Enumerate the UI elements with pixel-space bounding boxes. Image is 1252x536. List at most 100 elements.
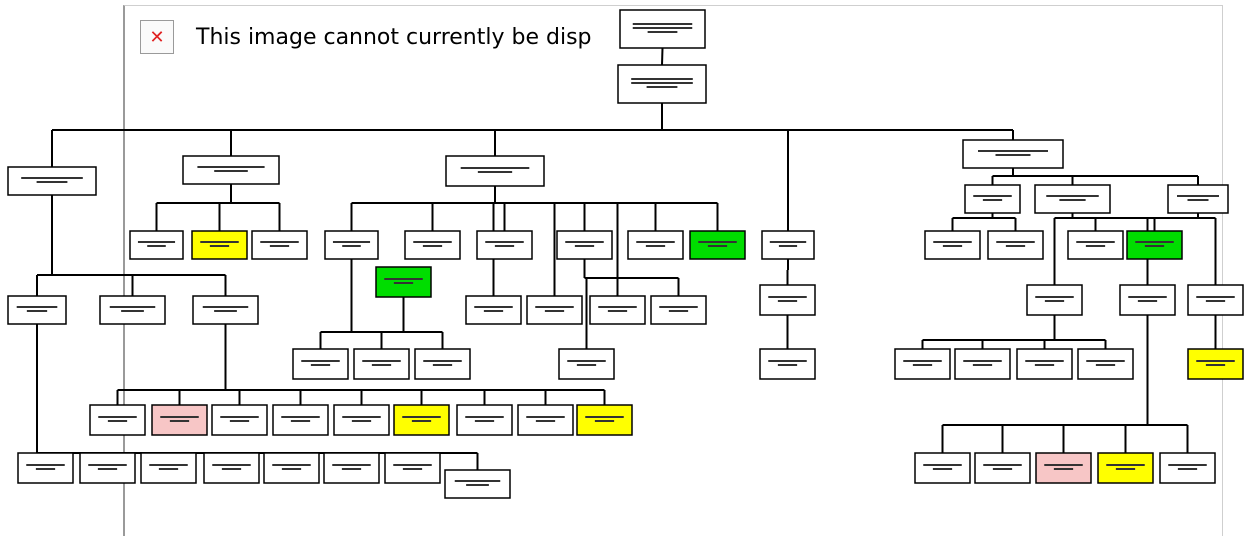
org-chart-box	[384, 452, 441, 484]
org-chart-box	[333, 404, 390, 436]
org-chart-box	[689, 230, 746, 260]
org-chart-box	[954, 348, 1011, 380]
org-chart-box-text-blur	[26, 464, 65, 466]
org-chart-box-text-blur	[636, 241, 675, 243]
org-chart-box	[962, 139, 1064, 169]
broken-image-icon: ✕	[140, 20, 174, 54]
org-chart-box-text-blur	[1128, 296, 1167, 298]
org-chart-box-text-blur	[777, 300, 798, 302]
org-chart-box	[1035, 452, 1092, 484]
org-chart-box	[1016, 348, 1073, 380]
org-chart-box-text-blur	[973, 195, 1012, 197]
org-chart-box-text-blur	[983, 464, 1022, 466]
org-chart-box-text-blur	[200, 241, 239, 243]
embedded-object-frame	[123, 5, 1223, 536]
org-chart-box	[465, 295, 522, 325]
org-chart-box-text-blur	[1177, 468, 1198, 470]
org-chart-box	[558, 348, 615, 380]
org-chart-box-text-blur	[169, 420, 190, 422]
org-chart-box-text-blur	[281, 416, 320, 418]
org-chart-box-shape	[761, 230, 815, 260]
org-chart-box-text-blur	[1168, 464, 1207, 466]
org-chart-box-text-blur	[982, 199, 1003, 201]
org-chart-box-text-blur	[544, 310, 565, 312]
org-chart-box-text-blur	[1106, 464, 1145, 466]
org-chart-box-text-blur	[362, 360, 401, 362]
broken-image-message: This image cannot currently be disp	[196, 24, 592, 50]
org-chart-box	[192, 295, 259, 325]
org-chart-box-text-blur	[137, 241, 176, 243]
org-chart-box	[476, 230, 533, 260]
org-chart-box	[191, 230, 248, 260]
org-chart-box-text-blur	[454, 480, 501, 482]
org-chart-box	[151, 404, 208, 436]
org-chart-box-text-blur	[1085, 245, 1106, 247]
org-chart-box	[894, 348, 951, 380]
org-chart-box	[576, 404, 633, 436]
org-chart-box-text-blur	[413, 241, 452, 243]
org-chart-box-text-blur	[202, 306, 249, 308]
org-chart-box-text-blur	[342, 245, 361, 247]
org-chart-box-text-blur	[26, 310, 48, 312]
org-chart-box-text-blur	[411, 420, 432, 422]
org-chart-box	[393, 404, 450, 436]
org-chart-box-text-blur	[535, 420, 556, 422]
org-chart-box-text-blur	[995, 154, 1031, 156]
org-chart-box-text-blur	[485, 241, 524, 243]
org-chart-box-text-blur	[474, 420, 495, 422]
org-chart-box-text-blur	[698, 241, 737, 243]
org-chart-box-shape	[263, 452, 320, 484]
org-chart-box-text-blur	[341, 468, 362, 470]
org-chart-box	[404, 230, 461, 260]
org-chart-box-text-blur	[1196, 296, 1235, 298]
org-chart-box	[1097, 452, 1154, 484]
connector-line	[661, 47, 664, 66]
org-chart-box-text-blur	[645, 245, 666, 247]
org-chart-box	[182, 155, 280, 185]
org-chart-box-text-blur	[158, 468, 179, 470]
org-chart-box	[353, 348, 410, 380]
org-chart-box-text-blur	[567, 360, 606, 362]
org-chart-box-text-blur	[371, 364, 392, 366]
org-chart-box-text-blur	[1086, 360, 1125, 362]
org-chart-box-text-blur	[149, 464, 188, 466]
org-chart-box-text-blur	[631, 82, 693, 84]
org-chart-box	[1126, 230, 1183, 260]
org-chart-box-text-blur	[912, 364, 933, 366]
org-chart-box-text-blur	[229, 420, 250, 422]
org-chart-box	[619, 9, 706, 49]
org-chart-box	[761, 230, 815, 260]
org-chart-box	[1034, 184, 1111, 214]
org-chart-box	[924, 230, 981, 260]
org-chart-box-text-blur	[668, 310, 689, 312]
org-chart-box	[99, 295, 166, 325]
org-chart-box	[324, 230, 379, 260]
org-chart-box-shape	[191, 230, 248, 260]
org-chart-box-text-blur	[21, 177, 83, 179]
org-chart-box-text-blur	[646, 86, 678, 88]
org-chart-box-text-blur	[1046, 195, 1099, 197]
org-chart-box	[375, 266, 432, 298]
org-chart-box-text-blur	[393, 282, 414, 284]
org-chart-box-text-blur	[768, 360, 807, 362]
org-chart-box	[1067, 230, 1124, 260]
org-chart-box-text-blur	[16, 306, 58, 308]
org-chart-box	[759, 284, 816, 316]
org-chart-box	[129, 230, 184, 260]
org-chart-box-text-blur	[535, 306, 574, 308]
org-chart-box	[203, 452, 260, 484]
org-chart-box-text-blur	[769, 241, 807, 243]
org-chart-box-text-blur	[290, 420, 311, 422]
org-chart-box-text-blur	[35, 468, 56, 470]
org-chart-box	[414, 348, 471, 380]
org-chart-box-text-blur	[903, 360, 942, 362]
org-chart-box-text-blur	[707, 245, 728, 247]
org-chart-box-text-blur	[1205, 364, 1226, 366]
org-chart-box	[17, 452, 74, 484]
org-chart-box	[7, 166, 97, 196]
org-chart-box-text-blur	[1115, 468, 1136, 470]
org-chart-box-text-blur	[647, 31, 678, 33]
org-chart-box-text-blur	[659, 306, 698, 308]
org-chart-box-shape	[576, 404, 633, 436]
org-chart-box-text-blur	[332, 464, 371, 466]
